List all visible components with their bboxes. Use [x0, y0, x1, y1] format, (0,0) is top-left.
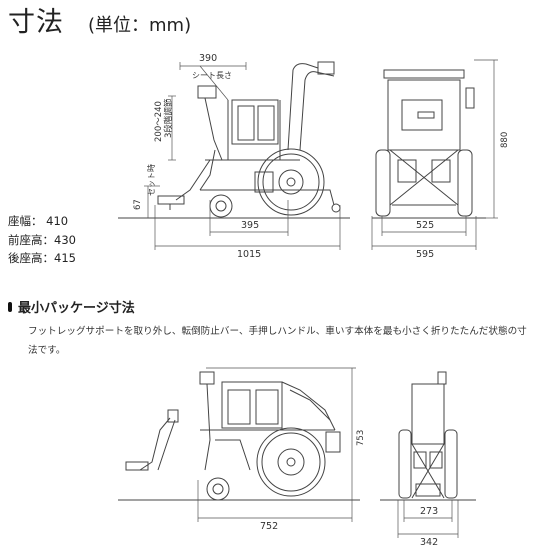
section-heading: 最小パッケージ寸法 — [8, 300, 135, 318]
package-width-inner-value: 273 — [420, 506, 439, 517]
seat-specs: 座幅： 410 前座高：430 後座高：415 — [8, 212, 76, 268]
seat-width-row: 座幅： 410 — [8, 214, 69, 228]
overall-length-value: 1015 — [237, 249, 262, 260]
page-title: 寸法 — [8, 7, 64, 38]
width-inner-value: 525 — [416, 220, 435, 231]
section-description: フットレッグサポートを取り外し、転倒防止バー、手押しハンドル、車いす本体を最も小… — [28, 326, 527, 356]
wheelbase-value: 395 — [241, 220, 260, 231]
front-seat-height-row: 前座高：430 — [8, 232, 76, 247]
seat-height-label: セット時 — [147, 164, 156, 196]
package-width-outer-value: 342 — [420, 537, 439, 548]
bullet-icon — [8, 302, 12, 312]
overall-height-value: 880 — [500, 131, 510, 148]
seat-length-value: 390 — [199, 53, 218, 64]
package-front-view-drawing — [380, 371, 476, 501]
seat-height-value: 67 — [133, 199, 143, 210]
package-side-view-drawing — [118, 371, 360, 501]
package-height-value: 753 — [356, 429, 366, 446]
backrest-range-label: 3段階調節 — [164, 98, 174, 138]
dimension-lines — [144, 59, 498, 538]
unit-note: (単位：mm) — [88, 15, 192, 36]
seat-length-label: シート長さ — [192, 71, 232, 80]
package-length-value: 752 — [260, 521, 279, 532]
overall-width-value: 595 — [416, 249, 435, 260]
rear-seat-height-row: 後座高：415 — [8, 251, 76, 265]
front-view-wheelchair-drawing — [372, 69, 486, 219]
